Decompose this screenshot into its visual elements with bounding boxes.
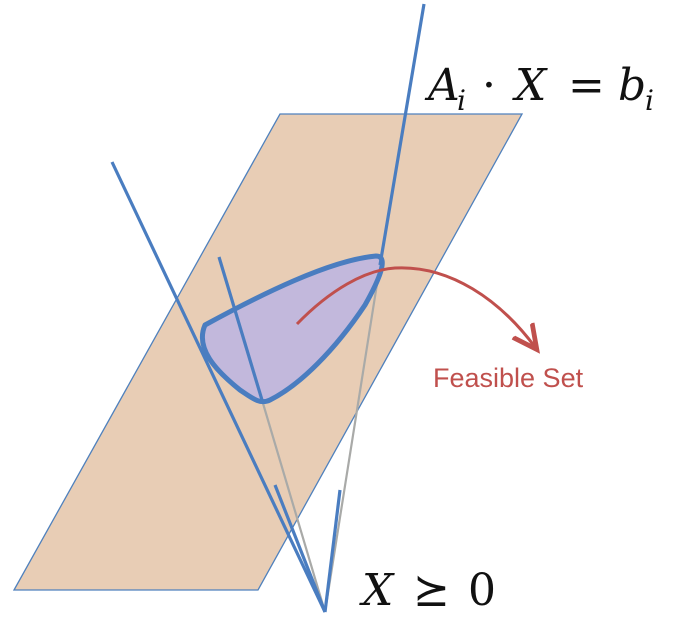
cone-constraint-label: X ⪰ 0 (359, 565, 496, 616)
plane-equation-label: A i · X = b i (424, 60, 654, 117)
plane-eq-rhs-subscript: i (645, 84, 654, 117)
plane-eq-variable: X (512, 60, 548, 111)
cone-label-variable: X (359, 565, 395, 616)
cone-label-value: 0 (468, 565, 496, 616)
cone-hidden-ray-right (323, 264, 382, 613)
feasible-set-label: Feasible Set (433, 363, 584, 393)
cone-hidden-ray-left (260, 399, 327, 613)
plane-eq-equals: = (568, 60, 605, 111)
cone-ray-left-lower (273, 484, 327, 613)
cone-label-relation: ⪰ (413, 565, 450, 616)
plane-eq-lhs-symbol: A (424, 60, 460, 111)
cone-ray-right-lower (323, 489, 342, 613)
feasible-set-arrow (295, 266, 535, 347)
plane-eq-operator: · (482, 60, 496, 111)
cone-ray-left-outer (110, 161, 327, 613)
cone-ray-inner (217, 256, 264, 401)
plane-eq-rhs-symbol: b (618, 60, 646, 111)
cone-ray-right-outer (378, 3, 426, 266)
plane-eq-lhs-subscript: i (457, 84, 466, 117)
feasible-set-region (199, 253, 385, 405)
